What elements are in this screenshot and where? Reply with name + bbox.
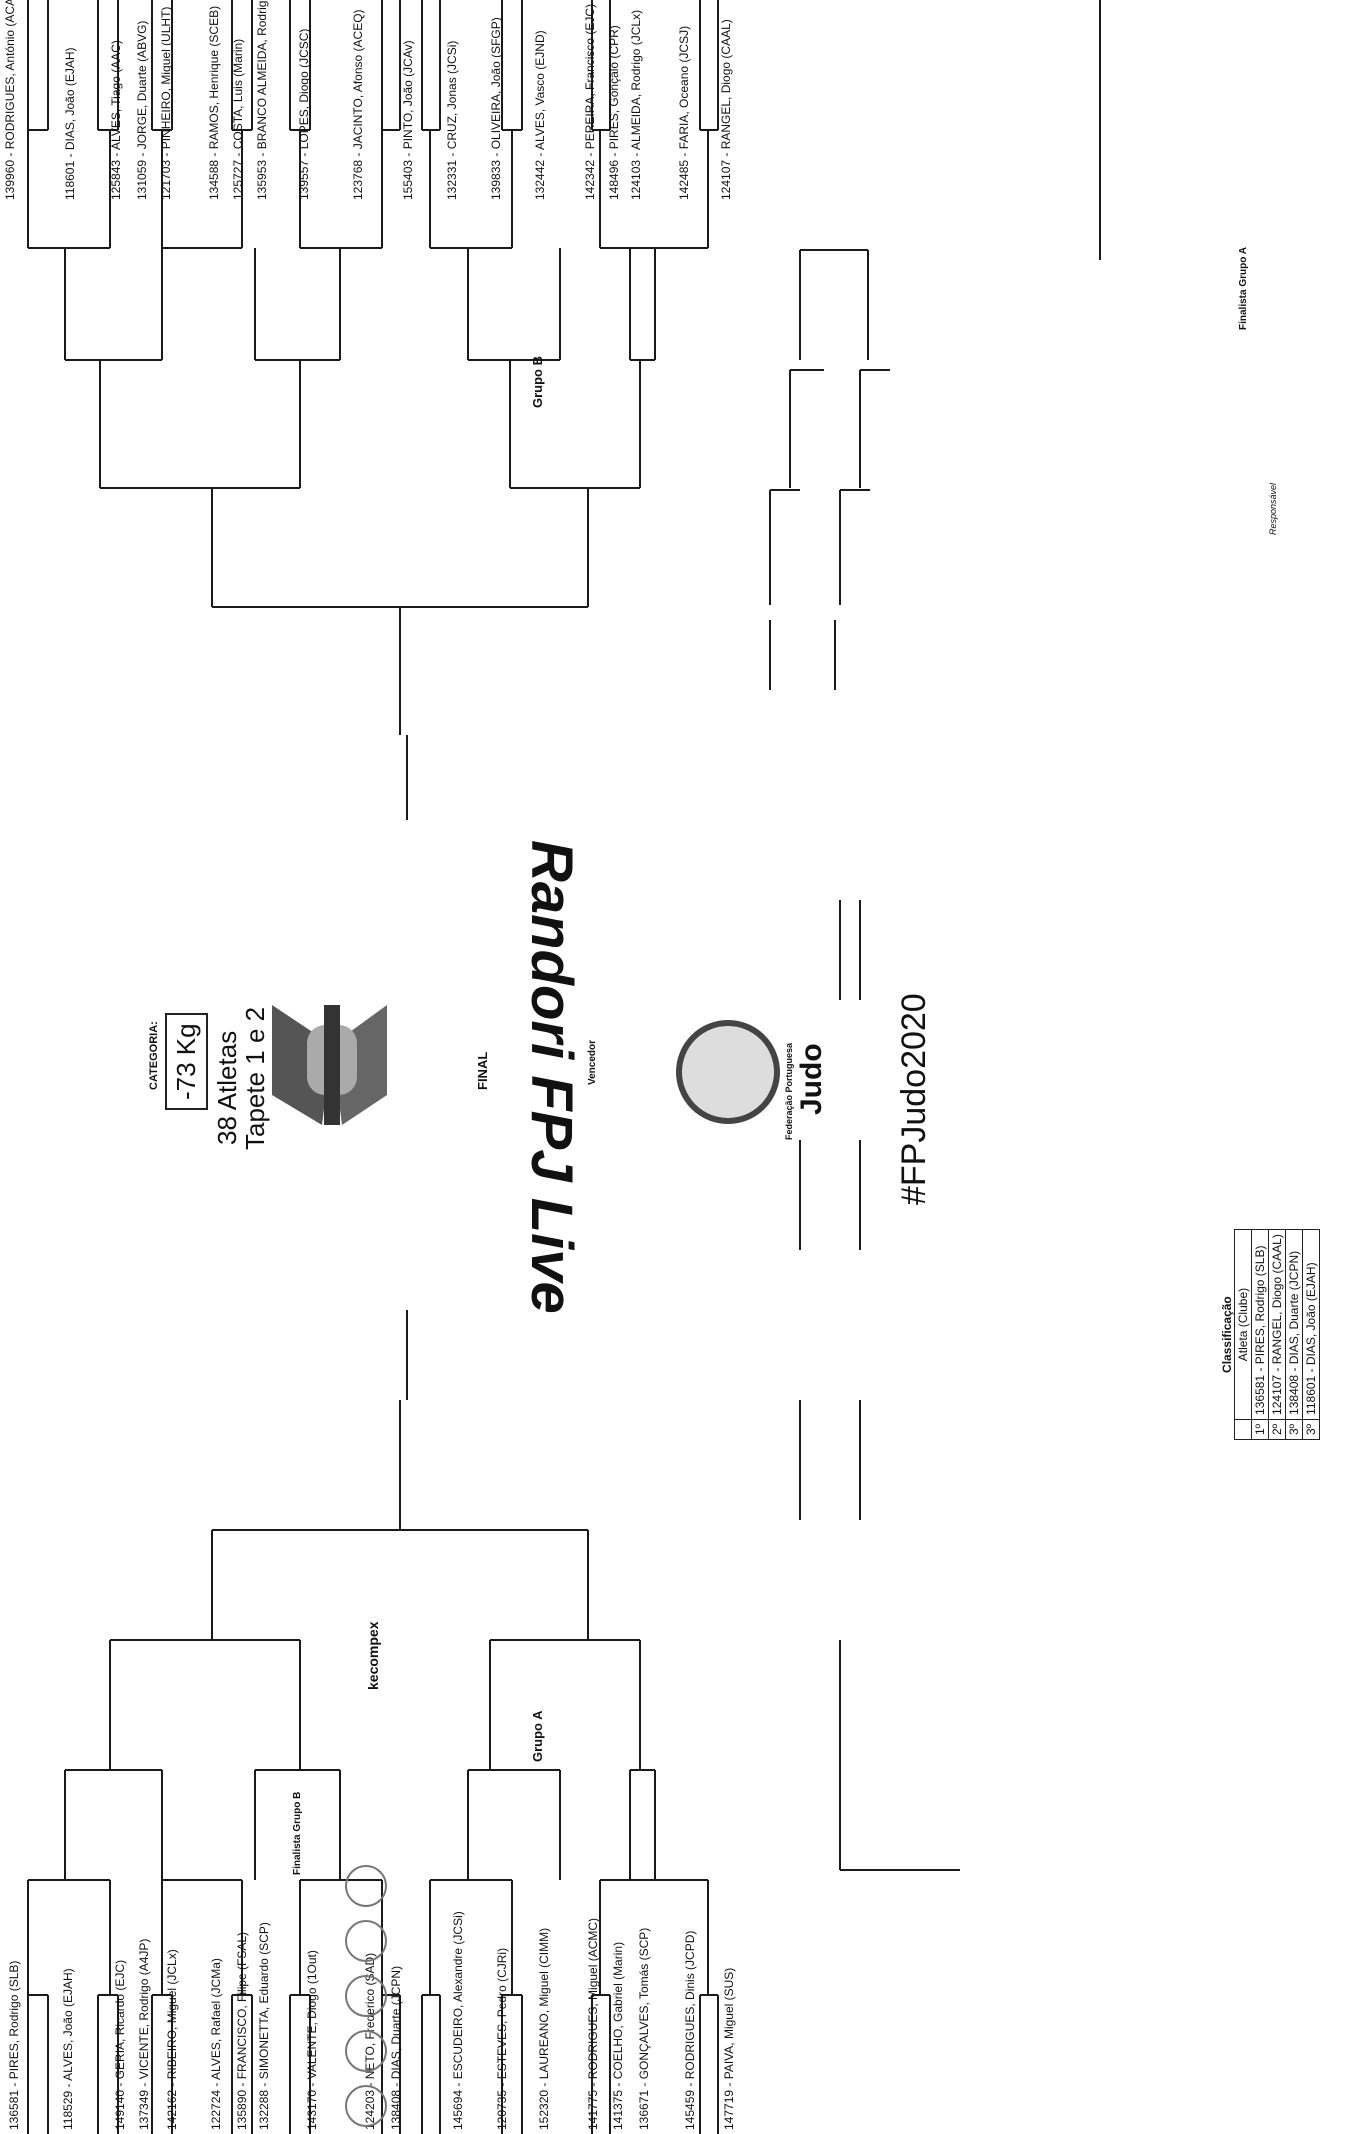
- group-b-athlete-label: 123768 - JACINTO, Afonso (ACEQ): [351, 9, 365, 200]
- place-cell: 1º: [1252, 1419, 1269, 1439]
- group-b-athlete-label: 134588 - RAMOS, Henrique (SCEB): [207, 6, 221, 200]
- sponsor-name: kecompex: [365, 1622, 381, 1690]
- group-b-athlete-label: 132442 - ALVES, Vasco (EJND): [533, 30, 547, 200]
- responsible-label: Responsável: [1268, 483, 1278, 535]
- group-b-athlete-label: 124107 - RANGEL, Diogo (CAAL): [719, 19, 733, 200]
- page-title: Randori FPJ Live: [518, 840, 585, 1314]
- group-b-athlete-labels: 139960 - RODRIGUES, António (ACA) 118601 …: [3, 0, 733, 200]
- athlete-cell: 138408 - DIAS, Duarte (JCPN): [1286, 1230, 1303, 1420]
- group-b-athlete-label: 125843 - ALVES, Tiago (AAC): [109, 40, 123, 200]
- group-a-athlete-label: 132288 - SIMONETTA, Eduardo (SCP): [257, 1922, 271, 2130]
- group-a-athlete-label: 122724 - ALVES, Rafael (JCMa): [209, 1958, 223, 2130]
- group-b-athlete-label: 139960 - RODRIGUES, António (ACA): [3, 0, 17, 200]
- group-b-athlete-label: 125727 - COSTA, Luis (Marin): [231, 39, 245, 200]
- group-b-athlete-label: 139833 - OLIVEIRA, João (SFGP): [489, 17, 503, 200]
- group-a-athlete-label: 143170 - VALENTE, Diogo (1Out): [305, 1950, 319, 2130]
- judoka-emblem-icon: [262, 985, 397, 1145]
- category-weight: -73 Kg: [165, 1013, 208, 1110]
- winner-label: Vencedor: [587, 1040, 598, 1085]
- classification-title: Classificação: [1220, 1229, 1234, 1440]
- sponsor-logo-3: [345, 1975, 387, 2017]
- group-b-athlete-label: 142342 - PEREIRA, Francisco (EJC): [583, 4, 597, 200]
- group-b-athlete-label: 142485 - FARIA, Oceano (JCSJ): [677, 26, 691, 200]
- group-a-athlete-label: 152320 - LAUREANO, Miguel (CIMM): [537, 1928, 551, 2130]
- classification-table: Classificação Atleta (Clube) 1º 136581 -…: [1220, 1229, 1320, 1440]
- group-a-athlete-label: 149140 - GERIA, Ricardo (EJC): [113, 1960, 127, 2130]
- group-a-athlete-label: 120735 - ESTEVES, Pedro (CJRi): [495, 1948, 509, 2130]
- place-cell: 2º: [1269, 1419, 1286, 1439]
- group-a-athlete-label: 141375 - COELHO, Gabriel (Marin): [611, 1942, 625, 2130]
- sponsor-logo-2: [345, 2030, 387, 2072]
- athlete-count: 38 Atletas: [212, 1031, 243, 1145]
- place-cell: 3º: [1303, 1419, 1320, 1439]
- athlete-cell: 124107 - RANGEL, Diogo (CAAL): [1269, 1230, 1286, 1420]
- group-b-athlete-label: 118601 - DIAS, João (EJAH): [63, 47, 77, 200]
- athlete-cell: 136581 - PIRES, Rodrigo (SLB): [1252, 1230, 1269, 1420]
- final-label: FINAL: [475, 1052, 490, 1090]
- classification-row: 2º 124107 - RANGEL, Diogo (CAAL): [1269, 1230, 1286, 1440]
- group-a-athlete-label: 137349 - VICENTE, Rodrigo (A4JP): [137, 1939, 151, 2130]
- federation-logo: [676, 1020, 780, 1124]
- group-a-athlete-label: 147719 - PAIVA, Miguel (SUS): [722, 1968, 736, 2130]
- group-a-athlete-label: 138408 - DIAS, Duarte (JCPN): [389, 1966, 403, 2130]
- group-b-athlete-label: 155403 - PINTO, João (JCAv): [401, 40, 415, 200]
- group-a-athlete-label: 142162 - RIBEIRO, Miguel (JCLx): [165, 1949, 179, 2130]
- sponsor-logo-1: [345, 2085, 387, 2127]
- group-b-athlete-label: 148496 - PIRES, Gonçalo (CPR): [607, 25, 621, 200]
- group-b-athlete-label: 135953 - BRANCO ALMEIDA, Rodrigo (SCP): [255, 0, 269, 200]
- sponsor-logo-4: [345, 1920, 387, 1962]
- finalist-group-a-label: Finalista Grupo A: [1238, 247, 1249, 330]
- group-b-label: Grupo B: [530, 356, 545, 408]
- group-b-athlete-label: 124103 - ALMEIDA, Rodrigo (JCLx): [629, 10, 643, 200]
- finalist-group-b-label: Finalista Grupo B: [292, 1792, 303, 1875]
- group-a-athlete-label: 136581 - PIRES, Rodrigo (SLB): [7, 1961, 21, 2130]
- classification-row: 3º 138408 - DIAS, Duarte (JCPN): [1286, 1230, 1303, 1440]
- federation-name-small: Federação Portuguesa: [784, 1043, 794, 1140]
- hashtag: #FPJudo2020: [895, 993, 934, 1205]
- classification-header: Atleta (Clube): [1235, 1230, 1252, 1420]
- athlete-cell: 118601 - DIAS, João (EJAH): [1303, 1230, 1320, 1420]
- classification-row: 3º 118601 - DIAS, João (EJAH): [1303, 1230, 1320, 1440]
- group-a-label: Grupo A: [530, 1710, 545, 1762]
- classification-grid: Atleta (Clube) 1º 136581 - PIRES, Rodrig…: [1234, 1229, 1320, 1440]
- group-a-athlete-label: 118529 - ALVES, João (EJAH): [61, 1968, 75, 2130]
- category-label: CATEGORIA:: [148, 1021, 160, 1090]
- group-b-athlete-label: 139557 - LOPES, Diogo (JCSC): [297, 29, 311, 200]
- classification-row: 1º 136581 - PIRES, Rodrigo (SLB): [1252, 1230, 1269, 1440]
- group-a-athlete-label: 136671 - GONÇALVES, Tomás (SCP): [637, 1928, 651, 2130]
- place-cell: 3º: [1286, 1419, 1303, 1439]
- group-b-athlete-label: 131059 - JORGE, Duarte (ABVG): [135, 21, 149, 200]
- group-b-athlete-label: 121703 - PINHEIRO, Miguel (ULHT): [159, 7, 173, 200]
- sponsor-logo-5: [345, 1865, 387, 1907]
- group-b-athlete-label: 132331 - CRUZ, Jonas (JCSi): [445, 41, 459, 200]
- federation-name-big: Judo: [795, 1043, 829, 1115]
- group-a-athlete-label: 145694 - ESCUDEIRO, Alexandre (JCSi): [451, 1911, 465, 2130]
- group-a-athlete-label: 135890 - FRANCISCO, Filipe (FSAL): [235, 1932, 249, 2130]
- group-a-athlete-label: 145459 - RODRIGUES, Dinis (JCPD): [683, 1931, 697, 2130]
- group-a-athlete-label: 141775 - RODRIGUES, Miguel (ACMC): [586, 1918, 600, 2130]
